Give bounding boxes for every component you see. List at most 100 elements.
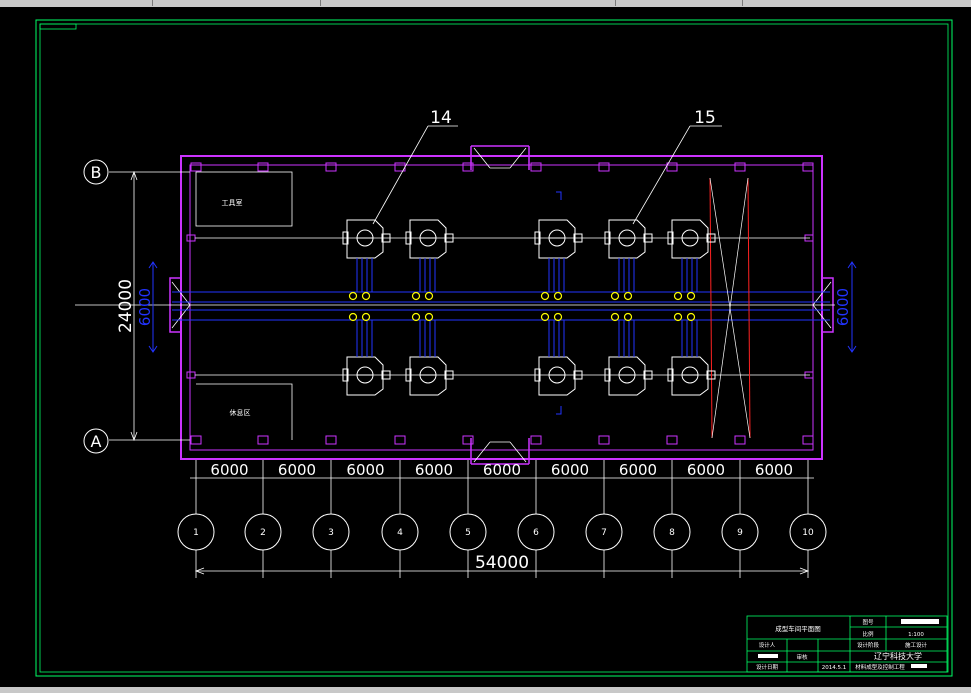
designer-label: 设计人 <box>759 641 776 649</box>
machines <box>342 191 716 415</box>
bay-dim-4: 6000 <box>415 461 453 479</box>
status-strip <box>0 687 971 693</box>
date-value: 2014.5.1 <box>822 665 847 671</box>
toolbar-strip <box>0 0 971 7</box>
svg-text:B: B <box>91 163 102 182</box>
press-machine <box>667 320 716 396</box>
bay-dim-3: 6000 <box>346 461 384 479</box>
svg-text:2: 2 <box>260 528 266 538</box>
anchor-bolt <box>348 312 358 322</box>
anchor-bolt <box>673 312 683 322</box>
svg-text:14: 14 <box>430 108 452 128</box>
anchor-bolt <box>686 312 696 322</box>
tool-room-label: 工具室 <box>222 198 243 207</box>
tool-room-box <box>195 171 293 227</box>
press-machine <box>604 219 653 292</box>
rest-area-label: 休息区 <box>230 408 251 417</box>
axis-bubble-7: 7 <box>585 500 623 578</box>
anchor-bolt <box>411 312 421 322</box>
overall-width: 24000 <box>116 279 136 333</box>
anchor-bolt <box>424 291 434 301</box>
press-machine <box>534 320 583 396</box>
svg-text:5: 5 <box>465 528 471 538</box>
wall-columns <box>186 162 814 445</box>
crane-span-dim-left <box>148 261 158 353</box>
anchor-bolt <box>610 312 620 322</box>
anchor-bolt <box>610 291 620 301</box>
press-machine <box>342 320 391 396</box>
crane-rails <box>195 237 810 376</box>
axis-bubble-4: 4 <box>381 500 419 578</box>
drawing-no-box <box>901 619 939 624</box>
bay-dim-8: 6000 <box>687 461 725 479</box>
inner-frame <box>39 23 949 673</box>
anchor-bolt <box>623 291 633 301</box>
anchor-bolt <box>673 291 683 301</box>
rest-room-box <box>196 383 293 440</box>
axis-bubble-1: 1 <box>177 500 215 578</box>
bay-dim-6: 6000 <box>551 461 589 479</box>
axis-bubble-5: 5 <box>449 500 487 578</box>
length-dimension <box>194 567 810 575</box>
anchor-bolt <box>361 291 371 301</box>
axis-bubble-8: 8 <box>653 500 691 578</box>
axis-bubble-9: 9 <box>721 500 759 578</box>
drawing-no-label: 图号 <box>862 618 874 626</box>
center-tracks <box>172 291 830 321</box>
svg-text:1: 1 <box>193 528 199 538</box>
bay-dim-2: 6000 <box>278 461 316 479</box>
crane-cross <box>709 177 751 439</box>
axis-bubble-3: 3 <box>312 500 350 578</box>
bay-dim-5: 6000 <box>483 461 521 479</box>
frame-tag <box>39 23 77 30</box>
major-name: 材料成型及控制工程 <box>855 663 905 671</box>
scale-label: 比例 <box>862 630 874 638</box>
bay-dimensions: 6000 6000 6000 6000 6000 6000 6000 6000 6000 <box>190 460 814 500</box>
anchor-bolt <box>553 291 563 301</box>
press-machine <box>534 219 583 292</box>
crane-span-right: 6000 <box>834 288 852 326</box>
axis-bubble-b: B <box>83 159 109 185</box>
anchor-bolt <box>424 312 434 322</box>
axis-bubble-2: 2 <box>244 500 282 578</box>
press-machine <box>667 219 716 292</box>
width-dimension <box>109 170 190 442</box>
svg-text:3: 3 <box>328 528 334 538</box>
svg-text:7: 7 <box>601 528 607 538</box>
callout-15: 15 <box>632 108 722 225</box>
anchor-bolt <box>411 291 421 301</box>
outer-frame <box>35 19 953 677</box>
axis-bubble-10: 10 <box>789 500 827 578</box>
building-walls <box>169 145 834 465</box>
callout-14: 14 <box>372 108 458 225</box>
press-machine <box>405 320 454 396</box>
crane-span-dim-right <box>847 261 857 353</box>
svg-text:10: 10 <box>802 528 814 538</box>
drawing-title: 成型车间平面图 <box>775 624 821 633</box>
anchor-bolt <box>361 312 371 322</box>
designer-name-box <box>758 654 778 658</box>
anchor-bolt <box>553 312 563 322</box>
bay-dim-1: 6000 <box>210 461 248 479</box>
bay-dim-7: 6000 <box>619 461 657 479</box>
axis-bubble-6: 6 <box>517 500 555 578</box>
axis-bubble-a: A <box>83 428 109 454</box>
anchor-bolt <box>348 291 358 301</box>
stage-value: 施工设计 <box>905 641 928 649</box>
axis-columns: 1 2 3 4 5 6 7 8 9 10 <box>177 500 827 578</box>
svg-text:6: 6 <box>533 528 539 538</box>
anchor-bolt <box>623 312 633 322</box>
major-box <box>911 664 927 668</box>
press-machine <box>342 219 391 292</box>
svg-text:4: 4 <box>397 528 403 538</box>
scale-value: 1:100 <box>908 632 924 638</box>
svg-text:9: 9 <box>737 528 743 538</box>
bay-dim-9: 6000 <box>755 461 793 479</box>
crane-span-left: 6000 <box>136 288 154 326</box>
anchor-bolt <box>540 312 550 322</box>
title-block <box>746 615 948 673</box>
svg-text:A: A <box>91 432 102 451</box>
press-machine <box>405 219 454 292</box>
overall-length: 54000 <box>475 553 529 573</box>
